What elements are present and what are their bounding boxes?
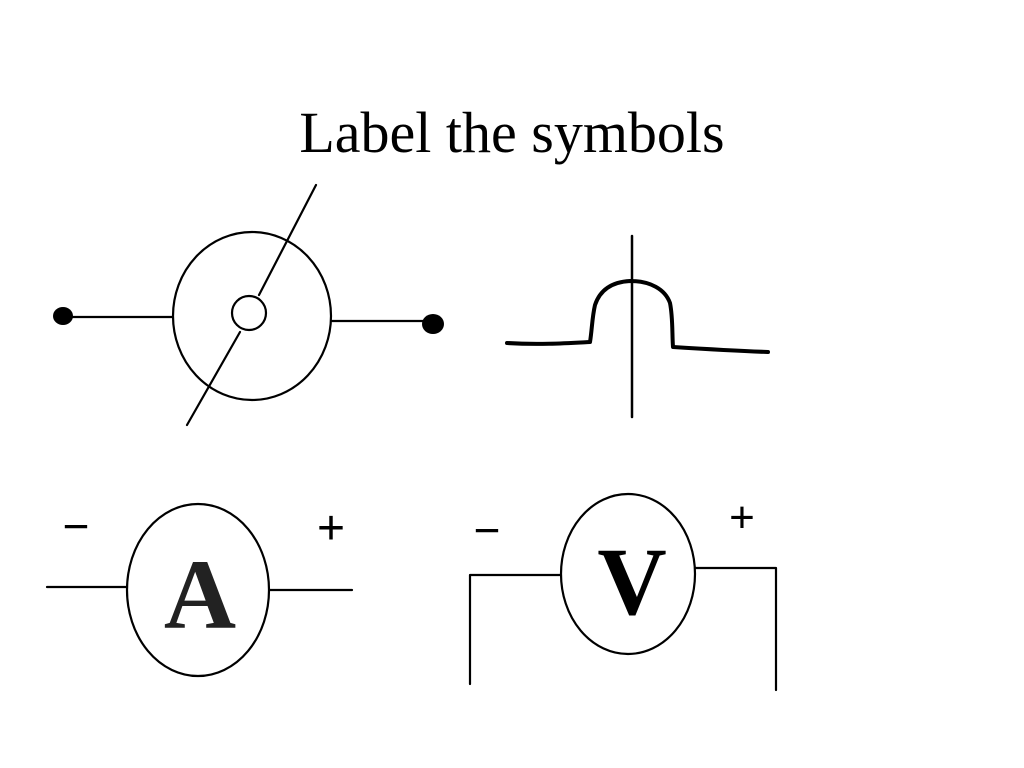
diagonal-line-upper	[257, 183, 318, 297]
voltmeter-lead-right	[693, 566, 778, 692]
diagonal-line-lower	[185, 330, 242, 427]
ammeter-letter: A	[164, 539, 236, 650]
variable-resistor-symbol-icon	[53, 183, 444, 427]
ammeter-plus-sign: +	[317, 502, 345, 555]
page-title: Label the symbols	[299, 100, 725, 165]
voltmeter-symbol-icon	[468, 492, 778, 692]
voltmeter-lead-left	[468, 573, 563, 686]
voltmeter-letter: V	[597, 528, 666, 635]
inner-circle	[230, 294, 268, 332]
voltmeter-minus-sign: −	[474, 504, 501, 556]
outer-circle	[171, 230, 333, 402]
terminal-dot-left	[53, 307, 73, 325]
terminal-dot-right	[422, 314, 444, 334]
bump-trace	[505, 279, 770, 354]
ammeter-symbol-icon	[45, 502, 354, 678]
fuse-symbol-icon	[505, 234, 770, 419]
ammeter-minus-sign: −	[63, 500, 90, 552]
voltmeter-plus-sign: +	[729, 493, 755, 542]
